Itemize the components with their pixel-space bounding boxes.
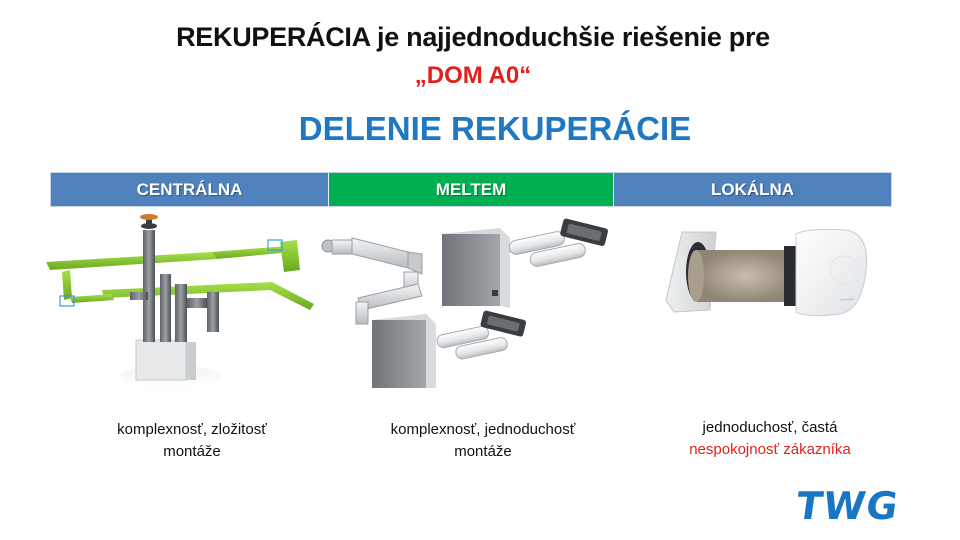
category-local: LOKÁLNA	[613, 173, 891, 206]
caption-meltem: komplexnosť, jednoduchosť montáže	[360, 419, 606, 463]
caption-local: jednoduchosť, častá nespokojnosť zákazní…	[660, 417, 880, 461]
meltem-illustration	[321, 218, 608, 388]
local-unit-illustration	[665, 229, 868, 317]
slide-title: REKUPERÁCIA je najjednoduchšie riešenie …	[176, 22, 770, 52]
slide-subtitle: „DOM A0“	[414, 62, 532, 89]
caption-central: komplexnosť, zložitosť montáže	[82, 419, 302, 463]
caption-local-line2: nespokojnosť zákazníka	[689, 441, 851, 458]
section-heading: DELENIE REKUPERÁCIE	[298, 110, 692, 147]
twg-logo-text: TWG	[793, 488, 901, 524]
category-bar: CENTRÁLNA MELTEM LOKÁLNA	[50, 172, 892, 207]
caption-central-line1: komplexnosť, zložitosť	[117, 421, 267, 438]
twg-logo: TWG	[793, 488, 901, 524]
category-meltem: MELTEM	[328, 173, 613, 206]
caption-local-line1: jednoduchosť, častá	[702, 419, 838, 436]
caption-meltem-line2: montáže	[454, 443, 512, 460]
category-central: CENTRÁLNA	[51, 173, 328, 206]
caption-central-line2: montáže	[163, 443, 221, 460]
caption-meltem-line1: komplexnosť, jednoduchosť	[390, 421, 576, 438]
central-ventilation-illustration	[46, 214, 314, 389]
